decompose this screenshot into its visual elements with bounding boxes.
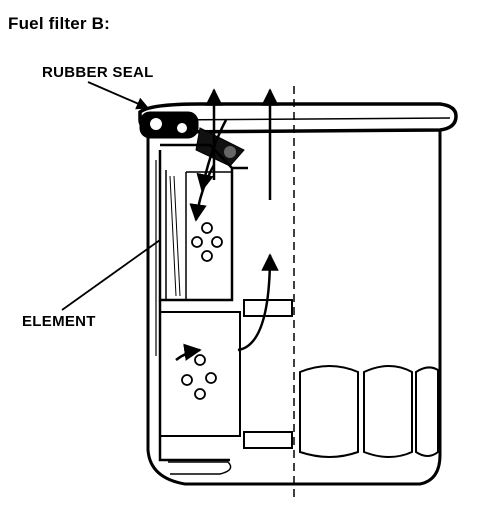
- leader-lines: [61, 81, 161, 311]
- inner-body: [155, 143, 293, 475]
- element-label: ELEMENT: [22, 313, 96, 330]
- filter-canister: [138, 102, 458, 486]
- fuel-holes: [181, 222, 223, 400]
- element-pleats: [299, 365, 439, 458]
- diagram-title: Fuel filter B:: [8, 14, 110, 33]
- flow-arrows: [175, 88, 279, 361]
- rubber-seal-label: RUBBER SEAL: [42, 64, 154, 81]
- rubber-seal: [139, 111, 245, 167]
